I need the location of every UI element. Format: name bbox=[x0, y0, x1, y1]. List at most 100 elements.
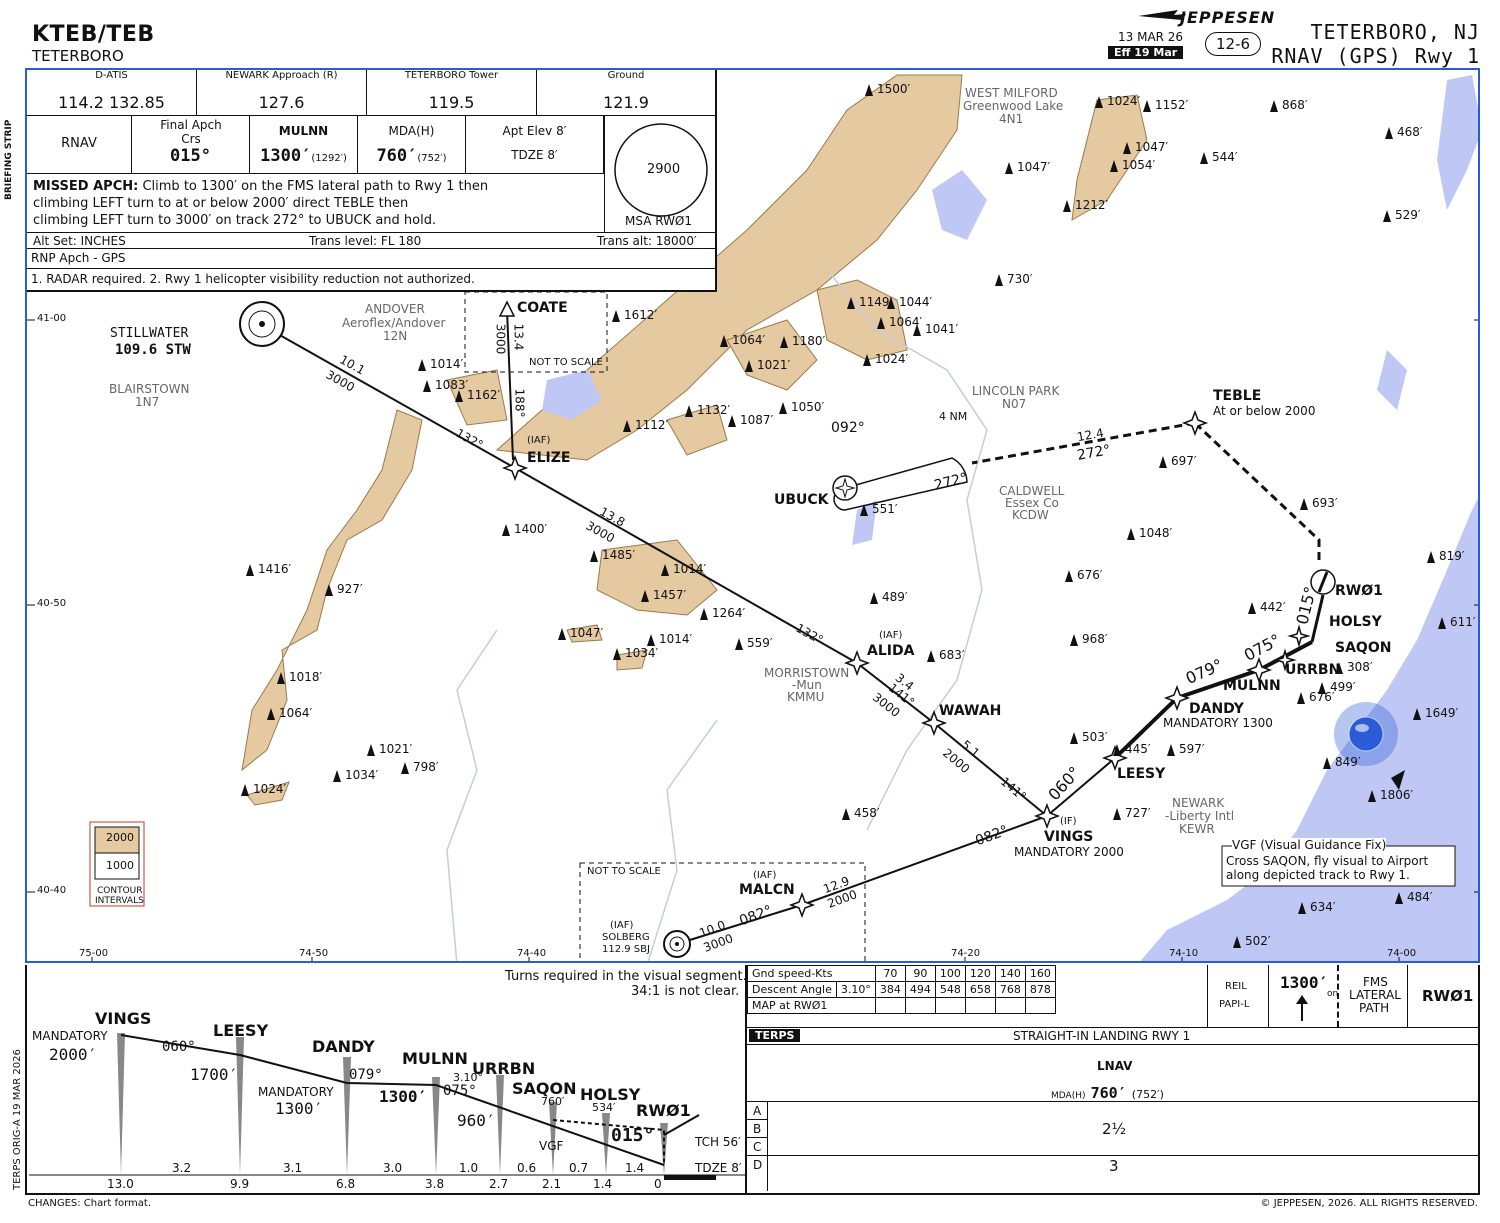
elevation-label: 676′ bbox=[1077, 568, 1103, 582]
elevation-label: 798′ bbox=[413, 760, 439, 774]
comm-freq: 121.9 bbox=[603, 93, 649, 112]
obstacle-icon bbox=[1110, 160, 1118, 172]
min-title: STRAIGHT-IN LANDING RWY 1 bbox=[1013, 1029, 1191, 1043]
missed-approach-path bbox=[1193, 421, 1321, 560]
obstacle-icon bbox=[1300, 498, 1308, 510]
missed-approach-outbound bbox=[971, 421, 1196, 465]
missed-approach-text: MISSED APCH: Climb to 1300′ on the FMS l… bbox=[33, 178, 601, 229]
morristown-sub: -Mun bbox=[792, 678, 822, 692]
elevation-label: 968′ bbox=[1082, 632, 1108, 646]
andover-id: 12N bbox=[383, 329, 408, 343]
elevation-label: 1024′ bbox=[1107, 94, 1141, 108]
elevation-label: 1054′ bbox=[1122, 158, 1156, 172]
elevation-label: 676′ bbox=[1309, 690, 1335, 704]
prof-mulnn: MULNN bbox=[402, 1049, 468, 1068]
msa-label: MSA RWØ1 bbox=[625, 214, 693, 228]
elevation-label: 489′ bbox=[882, 590, 908, 604]
coate-dist: 13.4 bbox=[511, 323, 526, 351]
obstacle-icon bbox=[1167, 744, 1175, 756]
elevation-label: 1014′ bbox=[673, 562, 707, 576]
obstacle-icon bbox=[700, 608, 708, 620]
vings-note: MANDATORY 2000 bbox=[1014, 845, 1124, 859]
obstacle-icon bbox=[1143, 100, 1151, 112]
obstacle-icon bbox=[870, 592, 878, 604]
obstacle-icon bbox=[728, 415, 736, 427]
coate-label: COATE bbox=[517, 300, 568, 316]
dist-saqon: 2.1 bbox=[542, 1177, 562, 1191]
dist-urrbn: 2.7 bbox=[489, 1177, 509, 1191]
obstacle-icon bbox=[1065, 570, 1073, 582]
prof-leesy: LEESY bbox=[213, 1021, 269, 1040]
trans-level: Trans level: FL 180 bbox=[309, 234, 422, 248]
prof-crs2: 079° bbox=[349, 1067, 383, 1083]
airport-name: TETERBORO bbox=[32, 47, 124, 65]
comm-freq: 114.2 132.85 bbox=[58, 93, 165, 112]
solberg-name: SOLBERG bbox=[602, 932, 650, 943]
obstacle-icon bbox=[1248, 602, 1256, 614]
malcn-label: MALCN bbox=[739, 882, 795, 898]
approach-type: RNAV bbox=[61, 136, 97, 151]
elevation-label: 1047′ bbox=[570, 626, 604, 640]
obstacle-icon bbox=[455, 390, 463, 402]
lnav-mda-label: MDA(H) bbox=[1051, 1091, 1086, 1101]
reil: REIL bbox=[1225, 981, 1247, 992]
dandy-label: DANDY bbox=[1189, 701, 1244, 717]
obstacle-icon bbox=[1270, 100, 1278, 112]
waypoint-symbols bbox=[498, 300, 1311, 919]
msa-circle bbox=[614, 123, 708, 217]
obstacle-icon bbox=[1200, 152, 1208, 164]
obstacle-icon bbox=[1335, 662, 1343, 674]
approach-type-cell: RNAV bbox=[27, 116, 132, 174]
stw-vor-symbol bbox=[239, 301, 285, 347]
elevation-label: 1014′ bbox=[659, 632, 693, 646]
newark-id: KEWR bbox=[1179, 822, 1215, 836]
seg-1: 3.2 bbox=[172, 1161, 192, 1175]
solberg-freq: 112.9 SBJ bbox=[602, 944, 650, 955]
vgf-line2: along depicted track to Rwy 1. bbox=[1226, 868, 1410, 882]
dist-mulnn: 3.8 bbox=[425, 1177, 445, 1191]
lat-40-40: 40-40 bbox=[37, 885, 67, 896]
profile-view: Turns required in the visual segment. 34… bbox=[25, 965, 747, 1195]
elevation-label: 1021′ bbox=[379, 742, 413, 756]
obstacle-icon bbox=[1127, 528, 1135, 540]
prof-mulnn-alt: 1300′ bbox=[379, 1087, 428, 1106]
changes-text: Chart format. bbox=[83, 1198, 151, 1209]
jeppesen-wing-icon bbox=[1138, 10, 1186, 20]
profile-fix-stalks bbox=[117, 1033, 668, 1175]
obstacle-icon bbox=[418, 359, 426, 371]
descent-rate: 768 bbox=[994, 981, 1026, 998]
elevation-label: 597′ bbox=[1179, 742, 1205, 756]
elevation-label: 1400′ bbox=[514, 522, 548, 536]
seg-5: 0.6 bbox=[517, 1161, 537, 1175]
prof-tch: TCH 56′ bbox=[695, 1135, 741, 1149]
obstacle-icon bbox=[865, 84, 873, 96]
elevation-label: 1047′ bbox=[1135, 140, 1169, 154]
mda-cell: MDA(H) 760′(752′) bbox=[358, 116, 466, 174]
obstacle-icon bbox=[1383, 210, 1391, 222]
obstacle-icon bbox=[1113, 808, 1121, 820]
lon-74-40: 74-40 bbox=[517, 948, 547, 959]
cat-d: D bbox=[753, 1158, 763, 1172]
gs-label: Gnd speed-Kts bbox=[747, 965, 876, 982]
alida-label: ALIDA bbox=[867, 643, 915, 659]
elevation-label: 697′ bbox=[1171, 454, 1197, 468]
vgf-line1: Cross SAQON, fly visual to Airport bbox=[1226, 854, 1429, 868]
elevation-label: 1457′ bbox=[653, 588, 687, 602]
morristown-name: MORRISTOWN bbox=[764, 666, 850, 680]
prof-saqon-alt: 760′ bbox=[541, 1095, 565, 1108]
obstacle-icon bbox=[877, 317, 885, 329]
path-label: PATH bbox=[1359, 1001, 1390, 1015]
elevation-label: 1806′ bbox=[1380, 788, 1414, 802]
gs-speed: 120 bbox=[964, 965, 996, 982]
changes-label: CHANGES: bbox=[28, 1198, 81, 1209]
lnav-mda-paren: (752′) bbox=[1131, 1088, 1164, 1101]
andover-name: ANDOVER bbox=[365, 302, 425, 316]
on-label: on bbox=[1327, 989, 1339, 999]
elevation-label: 1034′ bbox=[345, 768, 379, 782]
water-areas bbox=[542, 75, 1478, 961]
comm-freq: 119.5 bbox=[428, 93, 475, 112]
briefing-strip-label: BRIEFING STRIP bbox=[4, 119, 14, 200]
obstacle-icon bbox=[661, 564, 669, 576]
hold-inbound: 092° bbox=[831, 420, 865, 436]
papi: PAPI-L bbox=[1219, 999, 1250, 1010]
